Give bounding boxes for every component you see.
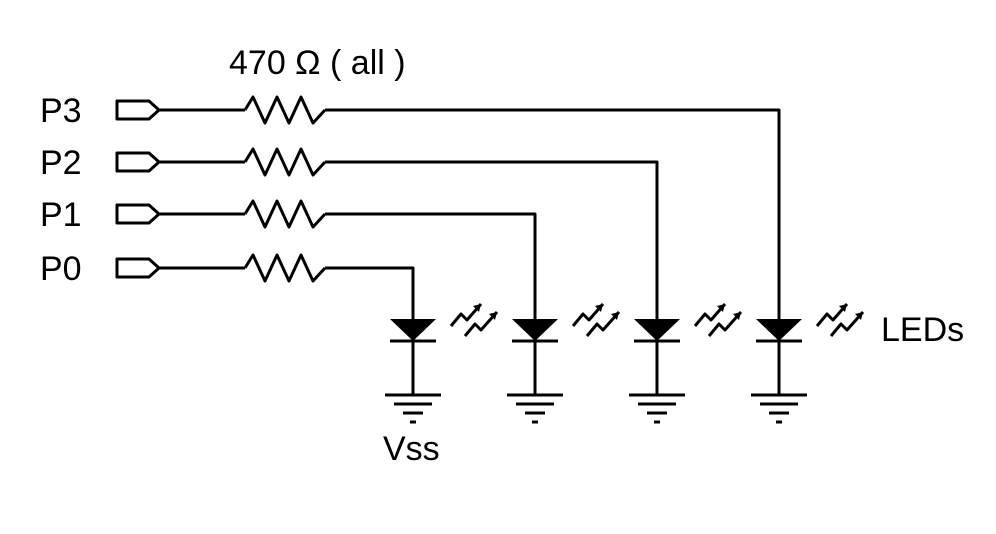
- led-diode-p2: [632, 317, 682, 343]
- pin-label-p2: P2: [40, 144, 82, 182]
- channel-p1: [115, 199, 621, 424]
- ground-symbol-p0: [383, 393, 443, 424]
- resistor-p3: [243, 95, 327, 125]
- pin-connector-p0: [115, 257, 161, 279]
- resistor-p2: [243, 147, 327, 177]
- pin-connector-p1: [115, 203, 161, 225]
- led-diode-p0: [388, 317, 438, 343]
- led-diode-p1: [510, 317, 560, 343]
- channel-p3: [115, 95, 865, 424]
- wire-p0-out: [325, 266, 415, 326]
- pin-connector-p2: [115, 151, 161, 173]
- wire-p1-out: [325, 212, 537, 326]
- ground-symbol-p3: [749, 393, 809, 424]
- wire-p2-out: [325, 160, 659, 326]
- pin-connector-p3: [115, 99, 161, 121]
- ground-label: Vss: [383, 430, 440, 468]
- resistor-value-label: 470 Ω ( all ): [229, 44, 406, 82]
- led-label: LEDs: [881, 311, 965, 349]
- light-emission-arrows-p3: [815, 302, 865, 338]
- pin-label-p1: P1: [40, 196, 82, 234]
- pin-label-p0: P0: [40, 250, 82, 288]
- resistor-p1: [243, 199, 327, 229]
- wire-p3-out: [325, 108, 781, 326]
- resistor-p0: [243, 253, 327, 283]
- light-emission-arrows-p2: [693, 302, 743, 338]
- light-emission-arrows-p1: [571, 302, 621, 338]
- pin-label-p3: P3: [40, 92, 82, 130]
- light-emission-arrows-p0: [449, 302, 499, 338]
- channel-p0: [115, 253, 499, 424]
- ground-symbol-p1: [505, 393, 565, 424]
- channel-p2: [115, 147, 743, 424]
- led-diode-p3: [754, 317, 804, 343]
- ground-symbol-p2: [627, 393, 687, 424]
